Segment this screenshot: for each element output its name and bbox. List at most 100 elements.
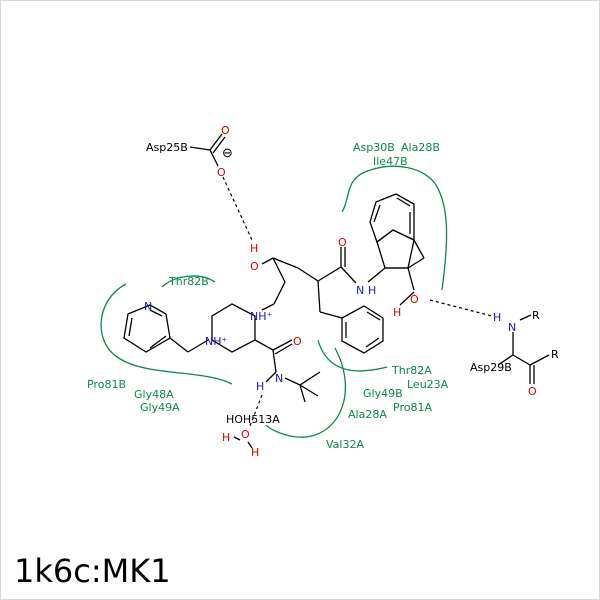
bond bbox=[187, 339, 209, 353]
residue-label: Ala28B bbox=[401, 141, 440, 154]
bond bbox=[261, 303, 275, 311]
residue-label: Val32A bbox=[326, 438, 364, 451]
bond bbox=[261, 257, 274, 265]
contact-arc-right-lower bbox=[317, 339, 388, 372]
atom-h: H bbox=[250, 242, 258, 255]
indane-cyclopentane bbox=[376, 229, 415, 269]
bond bbox=[274, 343, 293, 355]
label-asp29b: Asp29B bbox=[470, 361, 512, 374]
bond bbox=[189, 146, 211, 151]
bond bbox=[396, 197, 411, 207]
contact-arc-val32a bbox=[265, 347, 347, 438]
residue-label: Asp30B bbox=[353, 141, 395, 154]
fragment-labels: Asp25B Asp29B HOH513A bbox=[146, 141, 512, 426]
bond bbox=[497, 354, 514, 366]
atom-nh-plus: NH⁺ bbox=[250, 310, 273, 323]
bond bbox=[317, 266, 342, 282]
bond bbox=[128, 317, 133, 337]
atom-o: O bbox=[410, 293, 419, 306]
bond bbox=[529, 354, 550, 366]
bond bbox=[273, 281, 286, 305]
atom-n: N bbox=[508, 321, 516, 334]
bonds bbox=[123, 133, 550, 449]
atom-h: H bbox=[493, 311, 501, 324]
bond bbox=[519, 314, 532, 321]
residue-labels: Asp30B Ala28B Ile47B Thr82B Pro81B Gly48… bbox=[87, 141, 449, 451]
residue-label: Thr82A bbox=[391, 364, 432, 377]
residue-label: Gly48A bbox=[134, 388, 174, 401]
bond bbox=[297, 267, 319, 282]
bond bbox=[254, 339, 274, 351]
bond bbox=[149, 309, 163, 317]
atom-h: H bbox=[251, 446, 259, 459]
residue-label: Gly49A bbox=[140, 401, 180, 414]
bond bbox=[212, 136, 226, 154]
atom-r: R bbox=[551, 348, 559, 361]
bond bbox=[209, 133, 223, 151]
atom-o: O bbox=[241, 428, 250, 441]
contact-arcs bbox=[100, 165, 448, 438]
atom-o: O bbox=[338, 236, 347, 249]
bond bbox=[365, 337, 380, 348]
bond bbox=[399, 291, 415, 306]
bond bbox=[413, 239, 425, 259]
residue-label: Pro81A bbox=[393, 401, 432, 414]
atom-h: H bbox=[393, 306, 401, 319]
atom-n: N bbox=[275, 372, 283, 385]
label-water: HOH513A bbox=[226, 413, 280, 426]
bond bbox=[272, 349, 277, 373]
bond bbox=[340, 266, 357, 284]
bond bbox=[169, 337, 189, 353]
atom-h: H bbox=[256, 380, 264, 393]
bond bbox=[284, 377, 301, 386]
bond bbox=[299, 384, 319, 397]
contact-arc-top-right bbox=[341, 165, 448, 291]
bond bbox=[233, 436, 241, 441]
page-title: 1k6c:MK1 bbox=[14, 552, 171, 590]
bond bbox=[209, 149, 219, 167]
residue-label: Pro81B bbox=[87, 378, 126, 391]
charge-minus-icon: ⊖ bbox=[222, 146, 233, 161]
bond bbox=[319, 311, 343, 319]
residue-label: Leu23A bbox=[407, 378, 449, 391]
bond bbox=[272, 257, 299, 269]
contact-arc-pro81b bbox=[100, 283, 233, 385]
hydrogen-bonds bbox=[222, 176, 493, 427]
bond bbox=[272, 339, 293, 351]
atom-o: O bbox=[528, 385, 537, 398]
bond bbox=[373, 204, 381, 223]
pyridine-ring bbox=[123, 304, 171, 353]
bond bbox=[367, 267, 386, 283]
residue-label: Ala28A bbox=[348, 408, 387, 421]
bond bbox=[407, 267, 415, 291]
benzyl-ring bbox=[341, 305, 384, 354]
atom-r: R bbox=[532, 309, 540, 322]
bond bbox=[317, 280, 321, 313]
bond bbox=[407, 257, 425, 269]
atom-o: O bbox=[221, 124, 230, 137]
bond bbox=[247, 441, 253, 449]
atom-nh-plus: NH⁺ bbox=[205, 335, 228, 348]
atom-o: O bbox=[250, 260, 259, 273]
bond bbox=[272, 257, 286, 283]
atom-n: N bbox=[144, 300, 152, 313]
bond bbox=[299, 384, 306, 403]
hbond-asp25b-hydroxyl bbox=[222, 176, 253, 241]
bond bbox=[366, 311, 381, 321]
atom-h: H bbox=[222, 431, 230, 444]
bond bbox=[299, 371, 321, 386]
label-asp25b: Asp25B bbox=[146, 141, 188, 154]
residue-label: Thr82B bbox=[168, 275, 209, 288]
residue-label: Gly49B bbox=[363, 387, 403, 400]
atom-o: O bbox=[293, 335, 302, 348]
atom-h: H bbox=[368, 284, 376, 297]
bond bbox=[149, 335, 167, 349]
bond bbox=[265, 371, 277, 383]
atom-n: N bbox=[356, 284, 364, 297]
residue-label: Ile47B bbox=[373, 155, 408, 168]
bond bbox=[512, 354, 531, 366]
atom-o: O bbox=[217, 166, 226, 179]
contact-arc-thr82b bbox=[161, 275, 216, 288]
